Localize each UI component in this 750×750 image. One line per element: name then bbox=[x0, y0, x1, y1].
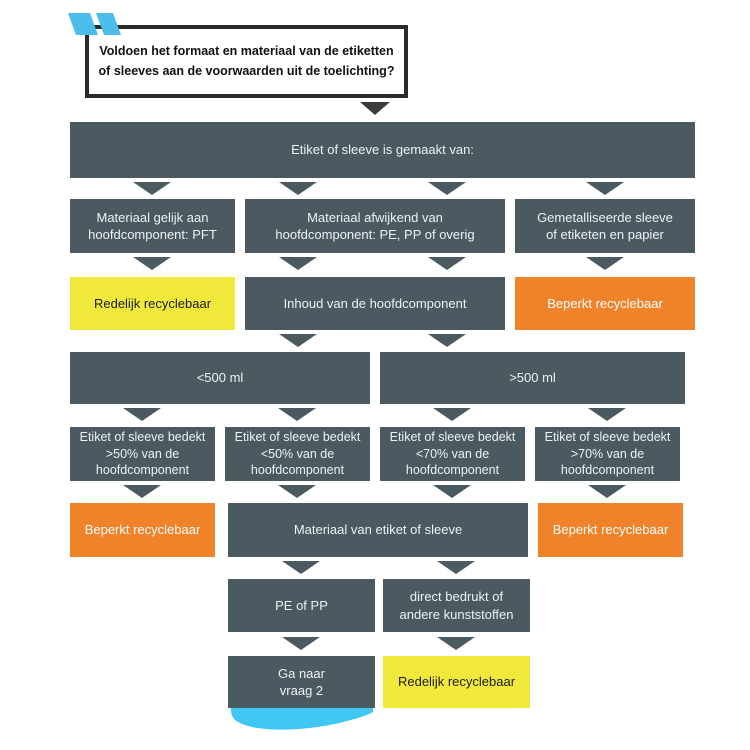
arrow-down-icon bbox=[433, 408, 471, 421]
node-bedekt-gt70: Etiket of sleeve bedekt >70% van de hoof… bbox=[535, 427, 680, 481]
arrow-down-icon bbox=[437, 637, 475, 650]
arrow-down-icon bbox=[428, 257, 466, 270]
node-ga-naar-vraag-2: Ga naar vraag 2 bbox=[228, 656, 375, 708]
arrow-down-icon bbox=[123, 408, 161, 421]
result-redelijk-recyclebaar-2: Redelijk recyclebaar bbox=[383, 656, 530, 708]
arrow-down-icon bbox=[282, 561, 320, 574]
result-beperkt-recyclebaar-3: Beperkt recyclebaar bbox=[538, 503, 683, 557]
arrow-down-icon bbox=[133, 257, 171, 270]
blue-slashes-icon bbox=[67, 13, 122, 37]
arrow-down-icon bbox=[133, 182, 171, 195]
blue-wave-ribbon-icon bbox=[231, 706, 373, 730]
node-bedekt-lt50: Etiket of sleeve bedekt <50% van de hoof… bbox=[225, 427, 370, 481]
result-beperkt-recyclebaar-2: Beperkt recyclebaar bbox=[70, 503, 215, 557]
node-bedekt-gt50: Etiket of sleeve bedekt >50% van de hoof… bbox=[70, 427, 215, 481]
arrow-down-icon bbox=[279, 257, 317, 270]
arrow-down-icon bbox=[586, 182, 624, 195]
result-beperkt-recyclebaar-1: Beperkt recyclebaar bbox=[515, 277, 695, 330]
arrow-down-icon bbox=[586, 257, 624, 270]
node-direct-bedrukt: direct bedrukt of andere kunststoffen bbox=[383, 579, 530, 632]
node-materiaal-etiket-sleeve: Materiaal van etiket of sleeve bbox=[228, 503, 528, 557]
node-gt-500ml: >500 ml bbox=[380, 352, 685, 404]
result-redelijk-recyclebaar-1: Redelijk recyclebaar bbox=[70, 277, 235, 330]
arrow-down-icon bbox=[279, 182, 317, 195]
arrow-down-icon bbox=[428, 334, 466, 347]
node-materiaal-gelijk: Materiaal gelijk aan hoofdcomponent: PFT bbox=[70, 199, 235, 253]
blue-slash-bar bbox=[95, 13, 122, 35]
arrow-down-icon bbox=[437, 561, 475, 574]
arrow-down-icon bbox=[278, 485, 316, 498]
arrow-down-icon bbox=[588, 485, 626, 498]
arrow-down-icon bbox=[428, 182, 466, 195]
question-box: Voldoen het formaat en materiaal van de … bbox=[85, 25, 408, 98]
node-materiaal-afwijkend: Materiaal afwijkend van hoofdcomponent: … bbox=[245, 199, 505, 253]
arrow-down-icon bbox=[282, 637, 320, 650]
arrow-down-icon bbox=[588, 408, 626, 421]
blue-slash-bar bbox=[67, 13, 99, 35]
arrow-down-icon bbox=[278, 408, 316, 421]
node-gemetalliseerde-sleeve: Gemetalliseerde sleeve of etiketen en pa… bbox=[515, 199, 695, 253]
node-pe-of-pp: PE of PP bbox=[228, 579, 375, 632]
arrow-down-icon bbox=[123, 485, 161, 498]
node-lt-500ml: <500 ml bbox=[70, 352, 370, 404]
node-bedekt-lt70: Etiket of sleeve bedekt <70% van de hoof… bbox=[380, 427, 525, 481]
arrow-down-icon bbox=[433, 485, 471, 498]
node-inhoud-hoofdcomponent: Inhoud van de hoofdcomponent bbox=[245, 277, 505, 330]
node-etiket-gemaakt-van: Etiket of sleeve is gemaakt van: bbox=[70, 122, 695, 178]
arrow-down-icon bbox=[279, 334, 317, 347]
arrow-down-icon bbox=[360, 102, 390, 115]
